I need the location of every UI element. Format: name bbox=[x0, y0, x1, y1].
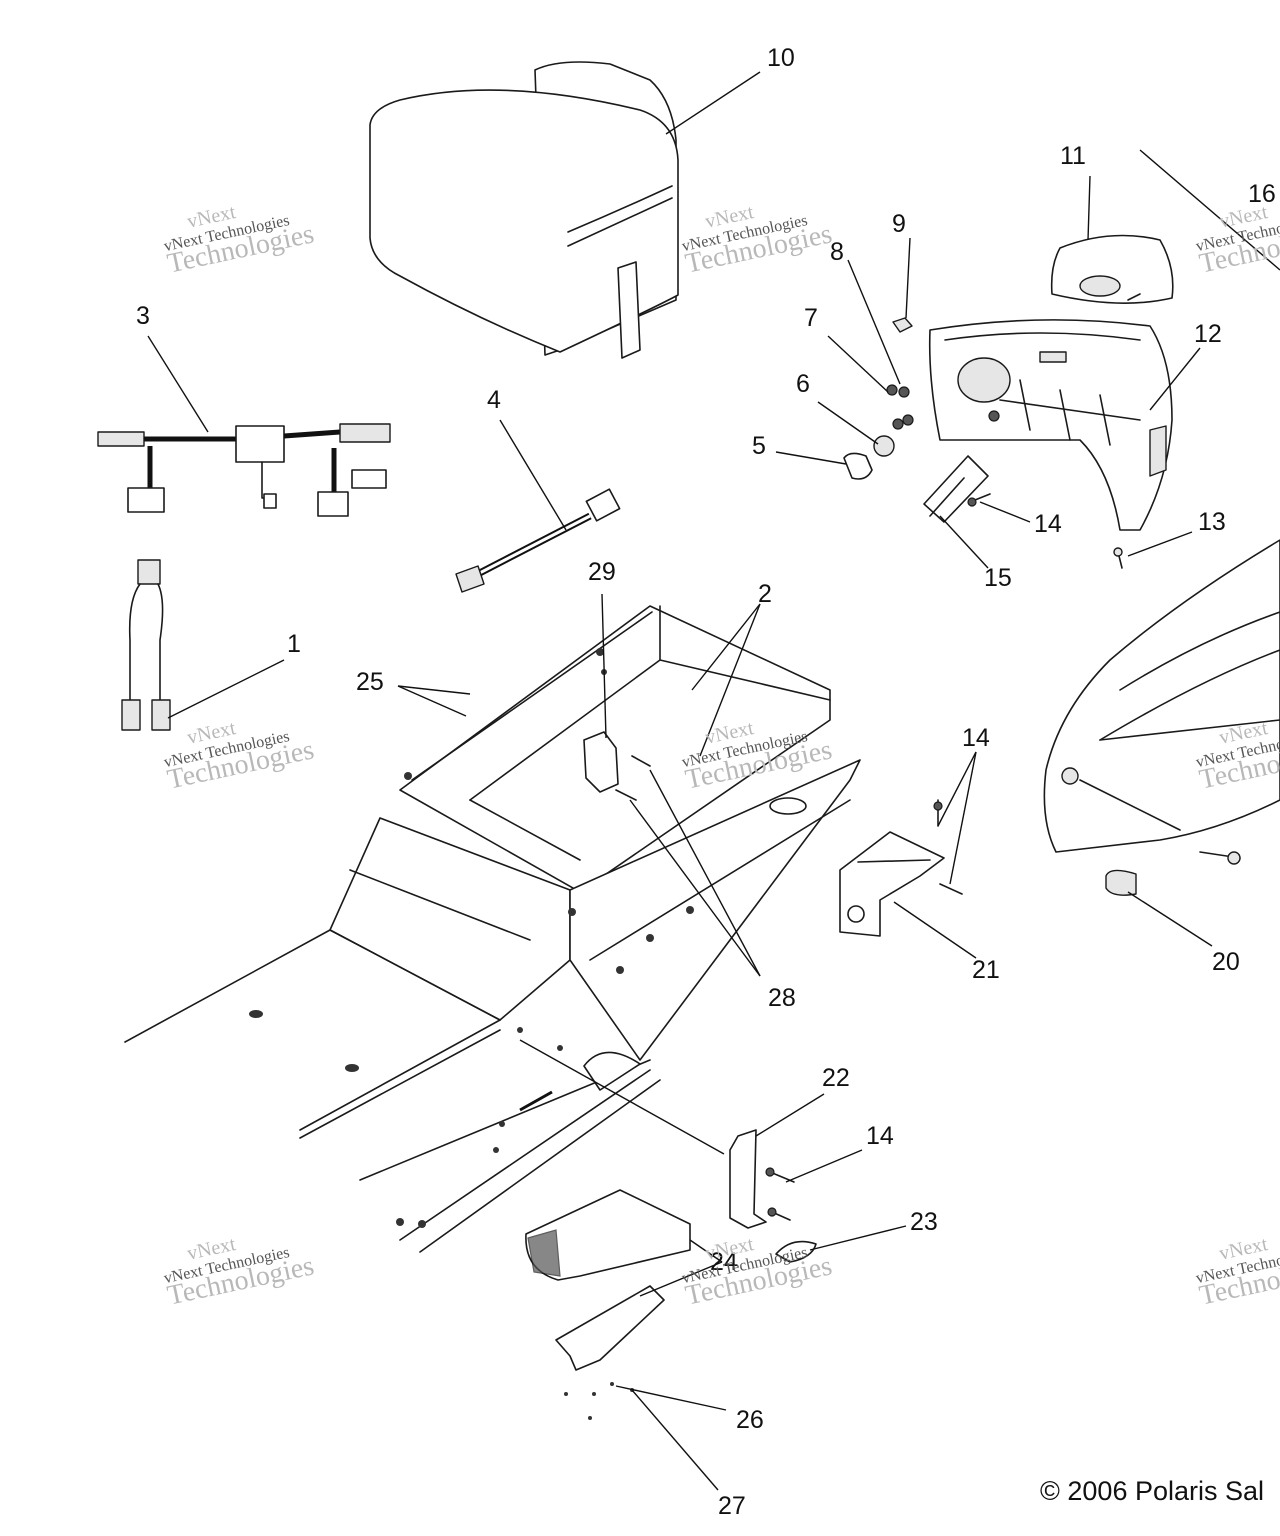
part-label-5: 5 bbox=[752, 432, 766, 460]
harness-part-1 bbox=[121, 559, 171, 731]
copyright-notice: © 2006 Polaris Sal bbox=[1040, 1476, 1265, 1506]
part-label-12: 12 bbox=[1194, 320, 1222, 348]
part-label-16: 16 bbox=[1248, 180, 1276, 208]
part-label-25: 25 bbox=[356, 668, 384, 696]
seat-part-10 bbox=[369, 61, 679, 359]
part-label-21: 21 bbox=[972, 956, 1000, 984]
lower-bracket-parts bbox=[525, 1129, 817, 1420]
chassis-tunnel bbox=[124, 605, 861, 1253]
part-label-2: 2 bbox=[758, 580, 772, 608]
bracket-part-15 bbox=[923, 455, 1123, 569]
part-label-15: 15 bbox=[984, 564, 1012, 592]
part-label-11: 11 bbox=[1060, 142, 1086, 170]
part-label-9: 9 bbox=[892, 210, 906, 238]
part-label-14-middle: 14 bbox=[962, 724, 990, 752]
part-label-13: 13 bbox=[1198, 508, 1226, 536]
bracket-part-21 bbox=[839, 799, 963, 937]
part-label-10: 10 bbox=[767, 44, 795, 72]
part-label-4: 4 bbox=[487, 386, 501, 414]
part-label-29: 29 bbox=[588, 558, 616, 586]
part-label-7: 7 bbox=[804, 304, 818, 332]
part-label-27: 27 bbox=[718, 1492, 746, 1520]
part-label-14-top: 14 bbox=[1034, 510, 1062, 538]
part-label-3: 3 bbox=[136, 302, 150, 330]
part-label-6: 6 bbox=[796, 370, 810, 398]
part-label-26: 26 bbox=[736, 1406, 764, 1434]
wiring-harness-part-3 bbox=[97, 423, 391, 517]
tail-housing-part-12 bbox=[928, 319, 1173, 531]
cable-part-4 bbox=[455, 488, 621, 593]
part-label-23: 23 bbox=[910, 1208, 938, 1236]
part-label-28: 28 bbox=[768, 984, 796, 1012]
part-label-22: 22 bbox=[822, 1064, 850, 1092]
part-label-1: 1 bbox=[287, 630, 301, 658]
tail-lens-part-11 bbox=[1050, 234, 1174, 304]
leader-lines bbox=[147, 71, 1280, 1491]
part-label-24: 24 bbox=[710, 1248, 738, 1276]
small-parts-5-to-9 bbox=[843, 317, 1000, 480]
part-label-14-bottom: 14 bbox=[866, 1122, 894, 1150]
part-label-8: 8 bbox=[830, 238, 844, 266]
part-label-20: 20 bbox=[1212, 948, 1240, 976]
rear-side-panel bbox=[1043, 539, 1280, 896]
